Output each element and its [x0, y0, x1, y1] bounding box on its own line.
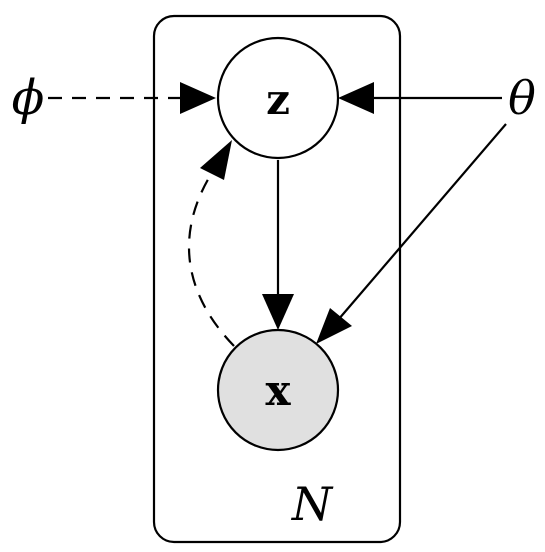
arrowhead-x-to-z — [200, 140, 232, 180]
plate-label: N — [291, 477, 334, 531]
node-x — [216, 328, 340, 452]
arrowhead-z-to-x — [262, 294, 294, 330]
edge-theta-to-x — [337, 123, 507, 321]
arrowhead-theta-to-x — [316, 308, 352, 344]
node-z — [216, 36, 340, 160]
edge-x-to-z-dashed — [187, 175, 235, 347]
arrowhead-theta-to-z — [338, 82, 374, 114]
node-z-label: z — [266, 75, 290, 124]
node-x-label: x — [265, 366, 291, 415]
param-theta-label: θ — [508, 71, 536, 125]
arrowhead-phi-to-z — [180, 82, 216, 114]
param-phi-label: ϕ — [12, 70, 45, 126]
plate-rectangle — [152, 14, 402, 544]
